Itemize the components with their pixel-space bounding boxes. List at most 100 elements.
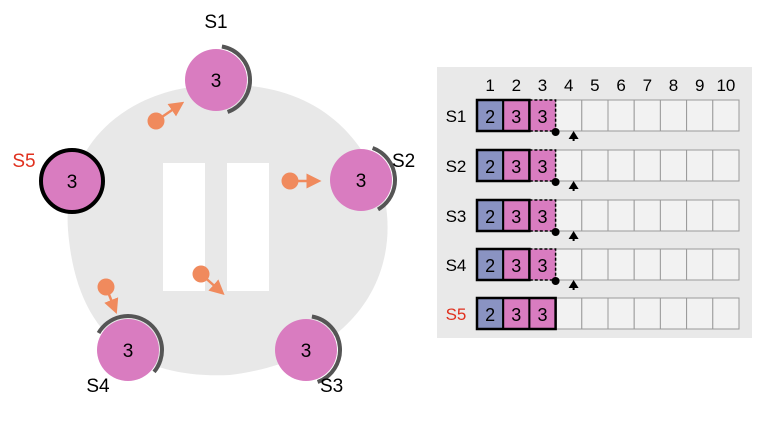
next-index-arrow bbox=[568, 231, 579, 239]
election-timeout-arc bbox=[311, 314, 342, 384]
log-slot bbox=[633, 149, 661, 182]
log-slot bbox=[555, 248, 583, 281]
server-s1: 3S1 bbox=[185, 12, 252, 114]
log-slot bbox=[607, 99, 635, 132]
rpc-message bbox=[281, 172, 322, 190]
log-slot bbox=[659, 99, 688, 132]
log-row-label: S4 bbox=[446, 256, 467, 275]
log-entry-term: 3 bbox=[511, 207, 521, 227]
log-entry-term: 3 bbox=[537, 107, 547, 127]
log-slot bbox=[555, 199, 583, 232]
log-slot bbox=[686, 99, 714, 132]
log-entry bbox=[528, 199, 557, 232]
next-index-arrow bbox=[568, 131, 579, 139]
log-entry bbox=[528, 149, 557, 182]
log-slot bbox=[581, 149, 609, 182]
log-slot bbox=[633, 248, 661, 281]
log-slot bbox=[659, 199, 688, 232]
rpc-message bbox=[97, 278, 119, 314]
log-index-header: 2 bbox=[512, 76, 521, 95]
log-slot bbox=[581, 297, 609, 330]
log-slot bbox=[659, 297, 688, 330]
server-label: S4 bbox=[86, 376, 110, 397]
log-slot bbox=[581, 248, 609, 281]
server-node bbox=[275, 319, 337, 381]
log-slot bbox=[581, 99, 609, 132]
log-row-label: S2 bbox=[446, 157, 467, 176]
server-node bbox=[39, 148, 105, 214]
server-label: S3 bbox=[320, 376, 343, 397]
log-entry-term: 3 bbox=[537, 256, 547, 276]
log-index-header: 7 bbox=[643, 76, 652, 95]
log-entry bbox=[528, 248, 557, 281]
log-slot bbox=[581, 199, 609, 232]
pause-bar-right bbox=[227, 163, 269, 291]
log-slot bbox=[633, 297, 661, 330]
log-entry-term: 2 bbox=[485, 107, 495, 127]
server-term: 3 bbox=[211, 71, 222, 92]
log-slot bbox=[712, 248, 740, 281]
match-index-marker bbox=[551, 277, 560, 285]
log-entry-term: 3 bbox=[511, 305, 521, 325]
log-slot bbox=[555, 297, 583, 330]
log-index-header: 10 bbox=[716, 76, 735, 95]
committed-entries-outline bbox=[475, 98, 531, 133]
log-entry-term: 3 bbox=[511, 107, 521, 127]
log-slot bbox=[607, 248, 635, 281]
log-slot bbox=[686, 297, 714, 330]
next-index-arrow bbox=[568, 181, 579, 189]
rpc-message bbox=[192, 265, 225, 295]
server-label: S2 bbox=[392, 151, 415, 172]
log-slot bbox=[607, 297, 635, 330]
log-index-header: 1 bbox=[485, 76, 494, 95]
server-s3: 3S3 bbox=[275, 314, 343, 397]
server-term: 3 bbox=[67, 172, 78, 193]
log-slot bbox=[633, 199, 661, 232]
server-s2: 3 S2 bbox=[330, 146, 415, 212]
log-slot bbox=[686, 199, 714, 232]
log-index-header: 3 bbox=[538, 76, 547, 95]
match-index-marker bbox=[551, 228, 560, 236]
log-slot bbox=[686, 149, 714, 182]
log-slot bbox=[607, 199, 635, 232]
log-index-header: 8 bbox=[669, 76, 678, 95]
log-index-header: 6 bbox=[616, 76, 625, 95]
log-entry-term: 3 bbox=[537, 305, 547, 325]
server-term: 3 bbox=[356, 171, 367, 192]
log-entry-term: 3 bbox=[511, 256, 521, 276]
log-entry-term: 2 bbox=[485, 256, 495, 276]
log-entry-term: 3 bbox=[537, 157, 547, 177]
log-index-header: 5 bbox=[590, 76, 599, 95]
log-slot bbox=[555, 149, 583, 182]
server-s5: 3 S5 bbox=[12, 148, 105, 214]
server-term: 3 bbox=[123, 341, 134, 362]
log-row-label: S5 bbox=[446, 305, 467, 324]
log-row-label: S3 bbox=[446, 207, 467, 226]
log-entry-term: 3 bbox=[511, 157, 521, 177]
log-slot bbox=[686, 248, 714, 281]
log-slot bbox=[712, 99, 740, 132]
committed-entries-outline bbox=[475, 148, 531, 183]
log-entry-term: 2 bbox=[485, 207, 495, 227]
log-entry-term: 3 bbox=[537, 207, 547, 227]
next-index-arrow bbox=[568, 280, 579, 288]
election-timeout-arc bbox=[371, 146, 397, 212]
log-slot bbox=[712, 297, 740, 330]
log-slot bbox=[659, 149, 688, 182]
match-index-marker bbox=[551, 178, 560, 186]
election-timeout-arc bbox=[221, 44, 252, 114]
log-slot bbox=[712, 149, 740, 182]
server-label: S5 bbox=[12, 151, 35, 172]
rpc-message bbox=[147, 101, 185, 130]
log-slot bbox=[555, 99, 583, 132]
log-index-header: 9 bbox=[695, 76, 704, 95]
server-s4: 3S4 bbox=[86, 314, 164, 397]
log-slot bbox=[712, 199, 740, 232]
